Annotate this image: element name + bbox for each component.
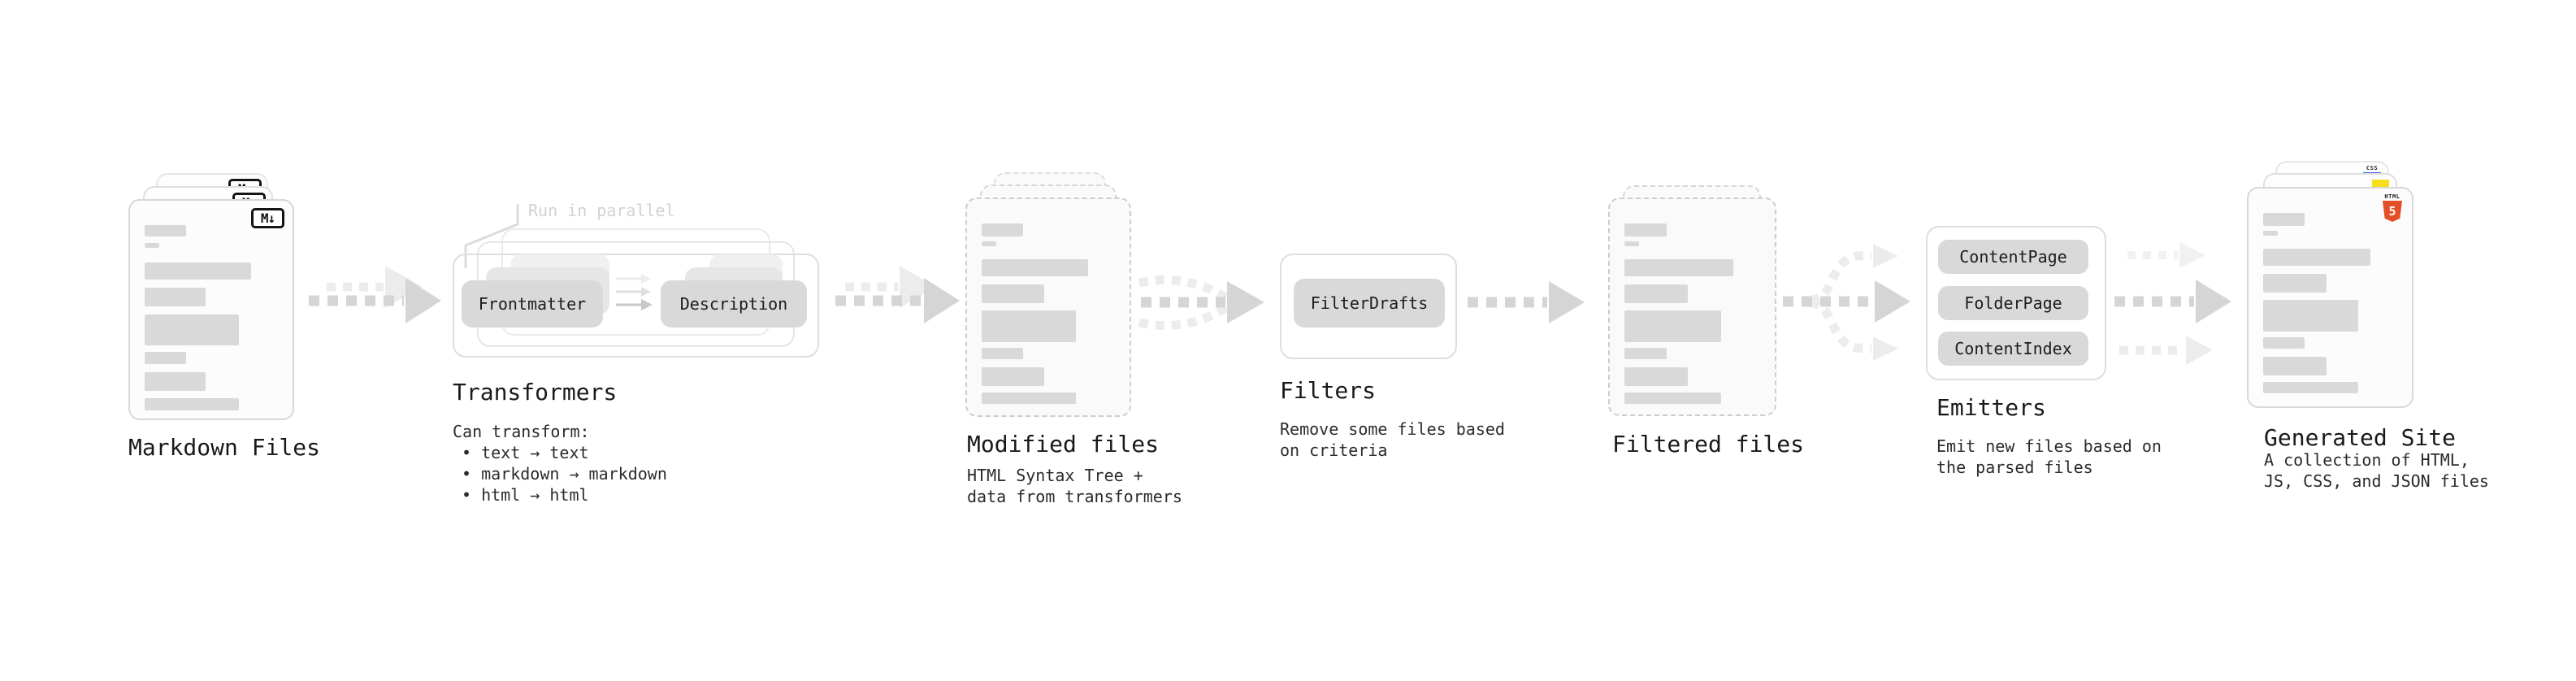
document-placeholder-lines: [967, 199, 1130, 404]
arrow-modified-to-filters: [1138, 275, 1264, 331]
content-index-pill: ContentIndex: [1938, 332, 2088, 366]
arrow-filtered-to-emitters: [1783, 244, 1910, 361]
filters-description: Remove some files based on criteria: [1280, 419, 1505, 460]
transformers-bullet: • text → text: [462, 443, 589, 462]
emitters-box: [1926, 226, 2106, 380]
modified-file-card: [965, 197, 1131, 417]
transformers-bullet: • html → html: [462, 485, 589, 505]
filter-drafts-pill: FilterDrafts: [1294, 279, 1445, 327]
document-placeholder-lines: [1610, 199, 1775, 404]
transformers-body-heading: Can transform:: [453, 422, 590, 441]
modified-files-label: Modified files: [967, 431, 1160, 458]
arrow-markdown-to-transformers: [309, 266, 441, 323]
emitters-heading: Emitters: [1936, 394, 2046, 421]
run-in-parallel-leader-line: [464, 204, 519, 268]
emitters-description: Emit new files based on the parsed files: [1936, 436, 2162, 477]
description-pill: Description: [661, 280, 807, 327]
filtered-file-card: [1608, 197, 1776, 416]
document-placeholder-lines: [2249, 189, 2412, 393]
transformers-heading: Transformers: [453, 379, 618, 406]
modified-files-description: HTML Syntax Tree + data from transformer…: [967, 466, 1182, 506]
frontmatter-pill: Frontmatter: [462, 280, 603, 327]
markdown-files-label: Markdown Files: [128, 434, 321, 461]
markdown-file-card: M↓: [128, 199, 294, 420]
arrow-transformers-to-modified: [835, 266, 960, 323]
folder-page-pill: FolderPage: [1938, 286, 2088, 320]
filters-heading: Filters: [1280, 377, 1377, 404]
arrow-filters-to-filtered: [1468, 281, 1585, 323]
content-page-pill: ContentPage: [1938, 240, 2088, 274]
generated-site-card: HTML 5: [2247, 187, 2413, 408]
filtered-files-label: Filtered files: [1612, 431, 1805, 458]
transformer-pill-arrows: [616, 274, 653, 310]
document-placeholder-lines: [130, 201, 293, 410]
transformers-box: [453, 254, 819, 358]
transformers-bullet: • markdown → markdown: [462, 464, 667, 484]
arrow-emitters-to-generated: [2114, 242, 2231, 365]
html5-icon: HTML 5: [2382, 194, 2403, 222]
run-in-parallel-note: Run in parallel: [528, 201, 675, 220]
markdown-icon: M↓: [251, 208, 284, 228]
generated-site-label: Generated Site: [2264, 424, 2457, 451]
generated-site-description: A collection of HTML, JS, CSS, and JSON …: [2264, 450, 2489, 491]
filters-box: [1280, 254, 1457, 359]
